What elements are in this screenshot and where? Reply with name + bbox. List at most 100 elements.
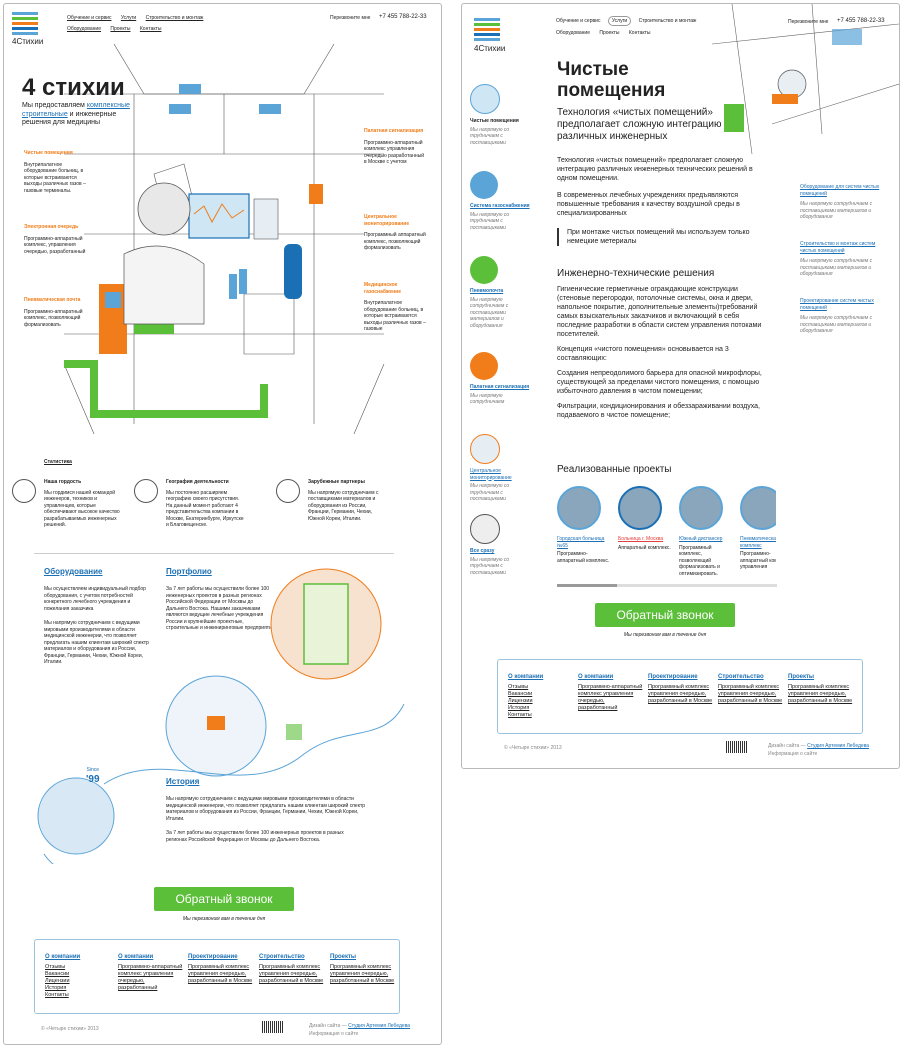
project-photo <box>557 486 601 530</box>
logo[interactable]: 4Стихии <box>12 12 44 46</box>
callback-button[interactable]: Обратный звонок <box>595 603 735 627</box>
nav-item-equipment[interactable]: Оборудование <box>556 30 591 36</box>
all-services-icon <box>470 514 500 544</box>
portfolio-section: Портфолио За 7 лет работы мы осуществили… <box>166 567 275 631</box>
nav-item-contacts[interactable]: Контакты <box>628 30 651 36</box>
ward-alarm-icon <box>470 352 498 380</box>
equipment-title[interactable]: Оборудование <box>44 567 103 576</box>
footer-col-about: О компании Отзывы Вакансии Лицензии Исто… <box>508 674 544 718</box>
logo-text: 4Стихии <box>12 37 44 46</box>
related-link-design[interactable]: Проектирование систем чистых помещений М… <box>800 298 874 334</box>
stat-geography: География деятельности Мы постоянно расш… <box>134 479 244 529</box>
nav-item-contacts[interactable]: Контакты <box>139 26 162 32</box>
tower-icon <box>276 479 300 503</box>
history-illustration <box>37 777 115 855</box>
footer-links: О компании Отзывы Вакансии Лицензии Исто… <box>34 939 400 1014</box>
site-info-link[interactable]: Информация о сайте <box>768 751 818 757</box>
callback-button[interactable]: Обратный звонок <box>154 887 294 911</box>
footer-col-about-2: О компании Программно-аппаратный комплек… <box>578 674 643 711</box>
nav-item-services[interactable]: Услуги <box>120 15 137 21</box>
footer-col-design: Проектирование Программный комплекс упра… <box>188 954 253 984</box>
project-photo <box>679 486 723 530</box>
hero-lead: Мы предоставляем комплексные строительны… <box>22 102 130 126</box>
main-nav-row2: Оборудование Проекты Контакты <box>67 26 237 33</box>
project-card[interactable]: Южный диспансер Программный комплекс, по… <box>679 486 733 577</box>
footer-col-construction: Строительство Программный комплекс управ… <box>259 954 324 984</box>
pneumo-mail-icon <box>470 256 498 284</box>
project-card[interactable]: Больница г. Москва Аппаратный комплекс. <box>618 486 672 551</box>
sidebar-item-all[interactable]: Все сразу Мы напрямую со трудничаем с по… <box>470 514 530 576</box>
content-intro: Технология «чистых помещений» предполага… <box>557 157 753 217</box>
since-badge: Since '99 <box>86 767 100 785</box>
logo-icon <box>12 12 38 35</box>
portfolio-title[interactable]: Портфолио <box>166 567 212 576</box>
callback-link[interactable]: Перезвоните мне <box>330 15 371 21</box>
callout-pneumo-mail[interactable]: Пневматическая почта Программно-аппаратн… <box>24 297 83 328</box>
sidebar-item-ward-alarm[interactable]: Палатная сигнализация Мы напрямую сотруд… <box>470 352 530 406</box>
nav-item-projects[interactable]: Проекты <box>599 30 620 36</box>
nav-item-services-active[interactable]: Услуги <box>607 16 632 26</box>
history-section: История Мы напрямую сотрудничаем с ведущ… <box>166 777 366 843</box>
main-nav: Обучение и сервис Услуги Строительство и… <box>556 16 697 26</box>
site-info-link[interactable]: Информация о сайте <box>309 1031 359 1037</box>
page-subtitle: Технология «чистых помещений» предполага… <box>557 107 722 142</box>
footer-col-projects: Проекты Программный комплекс управления … <box>788 674 853 704</box>
related-link-construction[interactable]: Строительство и монтаж систем чистых пом… <box>800 241 876 277</box>
main-nav: Обучение и сервис Услуги Строительство и… <box>67 15 237 22</box>
sidebar-item-pneumo-mail[interactable]: Пневмопочта Мы напрямую сотрудничаем с п… <box>470 256 530 329</box>
footer-col-design: Проектирование Программный комплекс упра… <box>648 674 713 704</box>
page-title: 4 стихии <box>22 74 125 101</box>
equipment-section: Оборудование Мы осуществляем индивидуаль… <box>44 567 154 666</box>
footer-col-projects: Проекты Программный комплекс управления … <box>330 954 395 984</box>
history-title[interactable]: История <box>166 777 200 786</box>
logo[interactable]: 4Стихии <box>474 18 505 53</box>
divider <box>34 553 394 554</box>
barcode-icon <box>262 1021 284 1033</box>
logo-icon <box>474 18 500 41</box>
nav-item-construction[interactable]: Строительство и монтаж <box>638 18 697 24</box>
sidebar-item-clean-rooms[interactable]: Чистые помещения Мы напрямую со труднича… <box>470 84 530 146</box>
projects-heading: Реализованные проекты <box>557 464 672 475</box>
phone: +7 455 788-22-33 <box>837 18 885 24</box>
stat-partners: Зарубежные партнеры Мы напрямую сотрудни… <box>276 479 386 522</box>
project-card[interactable]: Пневматическая комплекс Программно-аппар… <box>740 486 776 571</box>
footer-col-about-2: О компании Программно-аппаратный комплек… <box>118 954 183 991</box>
callout-ward-alarm[interactable]: Палатная сигнализация Программно-аппарат… <box>364 128 424 165</box>
related-link-equipment[interactable]: Оборудование для систем чистых помещений… <box>800 184 880 220</box>
nav-item-projects[interactable]: Проекты <box>110 26 131 32</box>
footer-links: О компании Отзывы Вакансии Лицензии Исто… <box>497 659 863 734</box>
sidebar-item-gas-system[interactable]: Система газоснабжения Мы напрямую со тру… <box>470 171 530 231</box>
decorative-illustration <box>37 568 405 864</box>
nav-item-training[interactable]: Обучение и сервис <box>67 15 112 21</box>
callback-link[interactable]: Перезвоните мне <box>788 19 829 25</box>
project-card[interactable]: Городская больница №65 Программно-аппара… <box>557 486 611 564</box>
callout-queue[interactable]: Электронная очередь Программно-аппаратны… <box>24 224 86 255</box>
section-heading: Инженерно-технические решения <box>557 268 715 279</box>
team-icon <box>12 479 36 503</box>
monitor-icon <box>470 434 500 464</box>
project-photo <box>740 486 776 530</box>
main-nav-row2: Оборудование Проекты Контакты <box>556 30 650 37</box>
project-photo <box>618 486 662 530</box>
nav-item-equipment[interactable]: Оборудование <box>67 26 102 32</box>
nav-item-training[interactable]: Обучение и сервис <box>556 18 601 24</box>
stats-label: Статистика <box>44 459 72 465</box>
stat-pride: Наша гордость Мы гордимся нашей командой… <box>12 479 122 529</box>
logo-text: 4Стихии <box>474 44 506 53</box>
gas-system-icon <box>470 171 498 199</box>
clean-rooms-page: 4Стихии Обучение и сервис Услуги Строите… <box>461 3 900 769</box>
nav-item-construction[interactable]: Строительство и монтаж <box>145 15 204 21</box>
surgical-lamp-icon <box>777 69 807 99</box>
callback-note: Мы перезвоним вам в течение дня <box>182 916 266 922</box>
callout-clean-rooms[interactable]: Чистые помещения Внутрипалатное оборудов… <box>24 150 86 194</box>
projects-scrollbar[interactable] <box>557 584 777 587</box>
barcode-icon <box>726 741 748 753</box>
callout-central-monitoring[interactable]: Центральное мониторирование Программный … <box>364 214 426 251</box>
callout-gas-supply[interactable]: Медицинское газоснабжение Внутрипалатное… <box>364 282 426 332</box>
phone: +7 455 788-22-33 <box>379 14 427 20</box>
copyright: © «Четыре стихии» 2013 <box>504 745 562 751</box>
sidebar-item-monitoring[interactable]: Центральное мониторирование Мы напрямую … <box>470 434 530 503</box>
footer-col-construction: Строительство Программный комплекс управ… <box>718 674 783 704</box>
footer-col-about: О компании Отзывы Вакансии Лицензии Исто… <box>45 954 81 998</box>
design-credit: Дизайн сайта — Студия Артемия Лебедева <box>309 1023 411 1029</box>
